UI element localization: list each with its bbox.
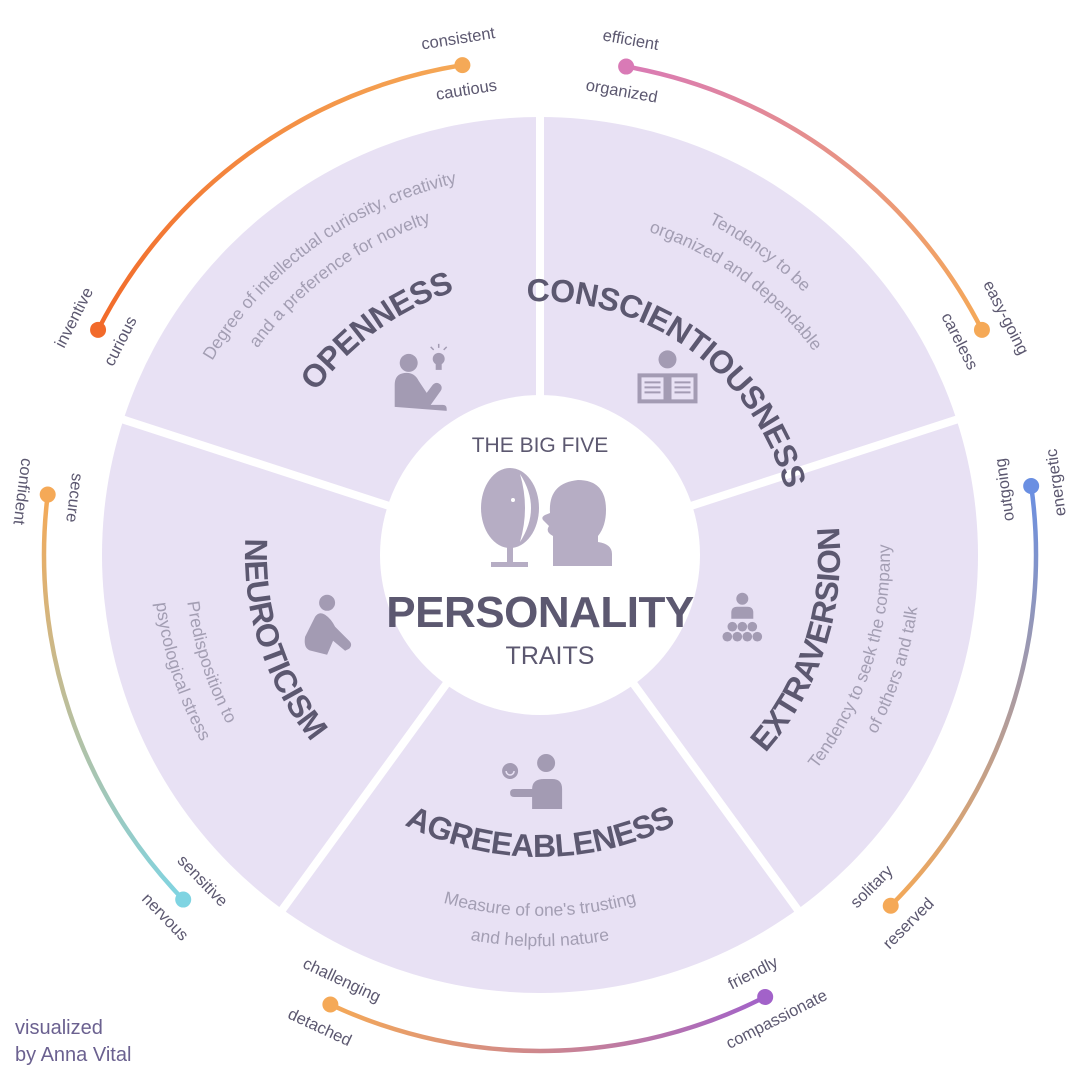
person-with-smiley-icon <box>502 754 563 809</box>
center-label: THE BIG FIVE PERSONALITY TRAITS <box>386 434 694 670</box>
scale-arc <box>41 494 185 902</box>
scale-label-start-inner: friendly <box>725 953 781 994</box>
scale-arc <box>329 994 767 1054</box>
scale-end-dot <box>454 57 471 74</box>
wedge-dividers <box>115 110 965 918</box>
scale-label-end-outer: consistent <box>420 24 497 53</box>
scale-label-end-outer: easy-going <box>979 278 1032 358</box>
scale-label-start-outer: efficient <box>601 26 660 54</box>
center-kicker: THE BIG FIVE <box>472 434 609 457</box>
scale-end-dot <box>39 486 56 503</box>
scale-start-dot <box>618 58 635 75</box>
speaker-audience-icon <box>722 592 763 642</box>
scale-start-dot <box>757 988 774 1005</box>
scale-label-start-outer: inventive <box>52 285 98 351</box>
mirror-face-icon <box>481 468 612 567</box>
scale-label-end-inner: secure <box>62 472 86 523</box>
center-subtitle: TRAITS <box>506 642 595 670</box>
scale-label-start-outer: compassionate <box>723 986 830 1052</box>
scale-end-dot <box>882 897 899 914</box>
scale-arc <box>96 62 463 331</box>
scale-arc <box>625 64 984 331</box>
center-title: PERSONALITY <box>386 588 694 637</box>
credit: visualized by Anna Vital <box>15 1015 131 1069</box>
thinking-person-lightbulb-icon <box>394 343 448 411</box>
scale-label-end-outer: confident <box>9 457 35 526</box>
scale-label-end-inner: challenging <box>300 955 383 1007</box>
scale-start-dot <box>90 321 107 338</box>
scale-end-dot <box>322 996 339 1013</box>
scale-start-dot <box>175 891 192 908</box>
scale-start-dot <box>1023 477 1040 494</box>
credit-line-2: by Anna Vital <box>15 1044 132 1066</box>
person-reading-newspaper-icon <box>637 350 698 404</box>
scale-end-dot <box>973 321 990 338</box>
scale-arc <box>889 485 1039 908</box>
scale-label-start-inner: curious <box>101 314 141 370</box>
scale-label-start-inner: outgoing <box>991 457 1018 522</box>
scale-label-start-outer: energetic <box>1043 448 1070 518</box>
center-circle <box>380 395 700 715</box>
credit-line-1: visualized <box>15 1017 103 1039</box>
person-curled-up-icon <box>304 594 352 655</box>
scale-label-end-inner: cautious <box>435 76 499 103</box>
scale-label-start-inner: organized <box>584 76 659 106</box>
